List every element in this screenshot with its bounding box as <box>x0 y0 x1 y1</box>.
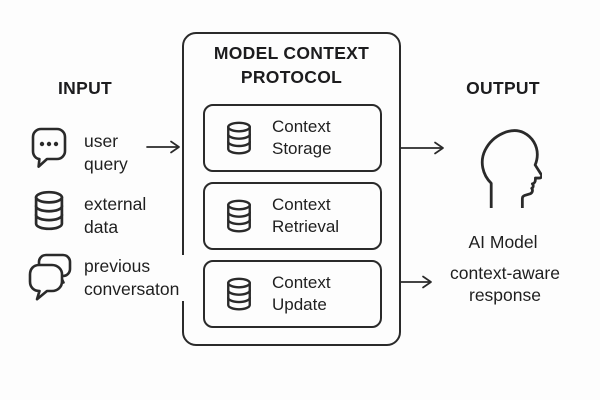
database-icon <box>224 120 254 156</box>
input-item-external-data: external data <box>84 194 147 237</box>
module-context-update: Context Update <box>203 260 382 328</box>
module-context-retrieval: Context Retrieval <box>203 182 382 250</box>
database-icon <box>224 276 254 312</box>
ai-model-label: AI Model <box>468 232 538 252</box>
arrow-protocol-to-model <box>400 141 444 155</box>
input-heading: INPUT <box>58 78 112 98</box>
module-context-storage: Context Storage <box>203 104 382 172</box>
module-label: Context Update <box>272 273 331 314</box>
chat-bubbles-icon <box>27 251 73 301</box>
input-item-previous-conversation: previous conversaton <box>84 255 187 301</box>
head-profile-icon <box>470 121 542 208</box>
protocol-title: MODEL CONTEXT PROTOCOL <box>213 43 370 87</box>
module-label: Context Storage <box>272 117 332 158</box>
module-label: Context Retrieval <box>272 195 340 236</box>
response-label: context-aware response <box>450 263 560 305</box>
arrow-protocol-to-response <box>400 275 432 289</box>
protocol-container-box <box>182 32 401 346</box>
input-item-user-query: user query <box>84 131 128 174</box>
database-icon <box>224 198 254 234</box>
output-heading: OUTPUT <box>466 78 540 98</box>
database-icon <box>31 189 67 232</box>
chat-bubble-dots-icon <box>30 126 68 168</box>
